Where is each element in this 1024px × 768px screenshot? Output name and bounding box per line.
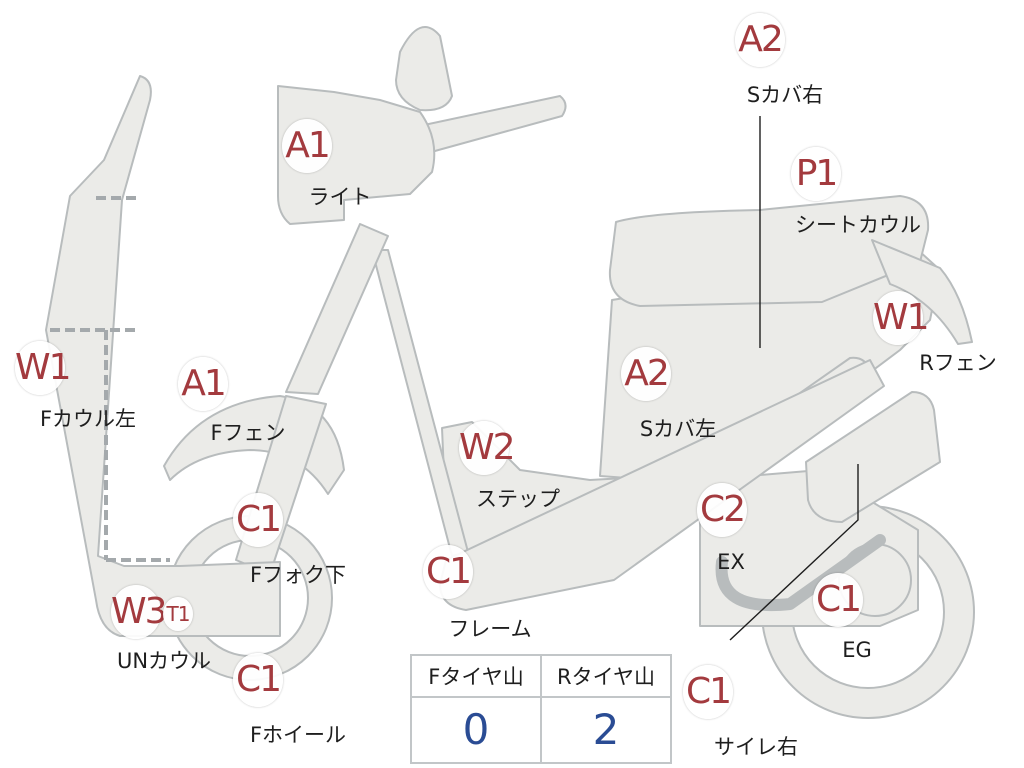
part-label-un-cowl: UNカウル: [116, 649, 212, 673]
badge-circle: [178, 357, 228, 411]
grade-code: W1: [15, 347, 72, 388]
badge-circle: [15, 341, 65, 395]
badge-circle: [621, 347, 671, 401]
badge-circle: [423, 545, 473, 599]
front-tire-value: 0: [462, 705, 490, 754]
grade-code: C1: [235, 659, 282, 700]
grade-code: W1: [873, 297, 930, 338]
part-label-engine: EG: [842, 638, 872, 662]
grade-badge-un-cowl: W3: [111, 585, 168, 639]
grade-code: W2: [459, 427, 516, 468]
badge-circle: [735, 13, 785, 67]
part-label-exhaust: EX: [717, 550, 745, 574]
grade-badge-exhaust: C2: [697, 483, 747, 537]
grade-code: A1: [285, 125, 331, 166]
muffler: [805, 391, 941, 523]
grade-code: C1: [425, 551, 472, 592]
grade-badge-f-fender: A1: [178, 357, 228, 411]
grade-badge-f-wheel: C1: [233, 653, 283, 707]
front-tire-header: Fタイヤ山: [412, 656, 540, 698]
grade-badge-engine: C1: [813, 573, 863, 627]
part-label-frame: フレーム: [448, 617, 532, 641]
part-label-light: ライト: [308, 185, 372, 209]
part-label-s-cover-right: Sカバ右: [746, 83, 824, 107]
front-cowl: [45, 75, 281, 637]
badge-circle: [459, 421, 509, 475]
grade-badge-f-cowl-left: W1: [15, 341, 72, 395]
part-label-seat-cowl: シートカウル: [795, 213, 921, 237]
handlebar: [409, 95, 567, 155]
part-label-f-cowl-left: Fカウル左: [39, 407, 137, 431]
part-label-f-fender: Fフェン: [210, 421, 286, 445]
grade-badge-muffler-right: C1: [683, 665, 733, 719]
grade-badge-s-cover-right: A2: [735, 13, 785, 67]
badge-circle: [683, 665, 733, 719]
grade-badge-seat-cowl: P1: [791, 147, 841, 201]
part-label-muffler-right: サイレ右: [714, 735, 798, 759]
grade-badge-f-fork-lower: C1: [233, 493, 283, 547]
grade-code: C1: [235, 499, 282, 540]
grade-code: A2: [738, 19, 784, 60]
tire-tread-table: Fタイヤ山 Rタイヤ山 0 2: [410, 654, 672, 764]
front-fork: [285, 223, 389, 395]
part-label-step: ステップ: [476, 487, 560, 511]
badge-circle: [163, 597, 193, 631]
part-label-f-wheel: Fホイール: [249, 723, 347, 747]
rear-body: [599, 249, 941, 481]
rear-tire-header: Rタイヤ山: [542, 656, 670, 698]
grade-badge-un-cowl-extra: T1: [163, 597, 193, 631]
rear-tire-value: 2: [592, 705, 620, 754]
grade-code: P1: [795, 153, 839, 194]
muffler-right-leader: [729, 464, 859, 641]
grade-code: C1: [815, 579, 862, 620]
grade-badge-r-fender: W1: [873, 291, 930, 345]
mirror: [395, 26, 453, 112]
table-divider: [540, 656, 542, 762]
grade-badge-step: W2: [459, 421, 516, 475]
grade-code: A1: [181, 363, 227, 404]
part-label-f-fork-lower: Fフォク下: [249, 563, 347, 587]
seat: [608, 195, 930, 307]
grade-code: W3: [111, 591, 168, 632]
grade-code: C2: [699, 489, 746, 530]
badge-circle: [233, 653, 283, 707]
badge-circle: [791, 147, 841, 201]
grade-code: C1: [685, 671, 732, 712]
grade-badge-light: A1: [282, 119, 332, 173]
part-label-r-fender: Rフェン: [919, 351, 997, 375]
badge-circle: [282, 119, 332, 173]
badge-circle: [813, 573, 863, 627]
badge-circle: [111, 585, 161, 639]
grade-code-extra: T1: [166, 602, 191, 626]
grade-badge-s-cover-left: A2: [621, 347, 671, 401]
exhaust-pipe: [715, 534, 886, 611]
frame-tube: [371, 249, 469, 557]
badge-circle: [873, 291, 923, 345]
badge-circle: [697, 483, 747, 537]
part-label-s-cover-left: Sカバ左: [639, 417, 717, 441]
badge-circle: [233, 493, 283, 547]
grade-badge-frame: C1: [423, 545, 473, 599]
grade-code: A2: [624, 353, 670, 394]
